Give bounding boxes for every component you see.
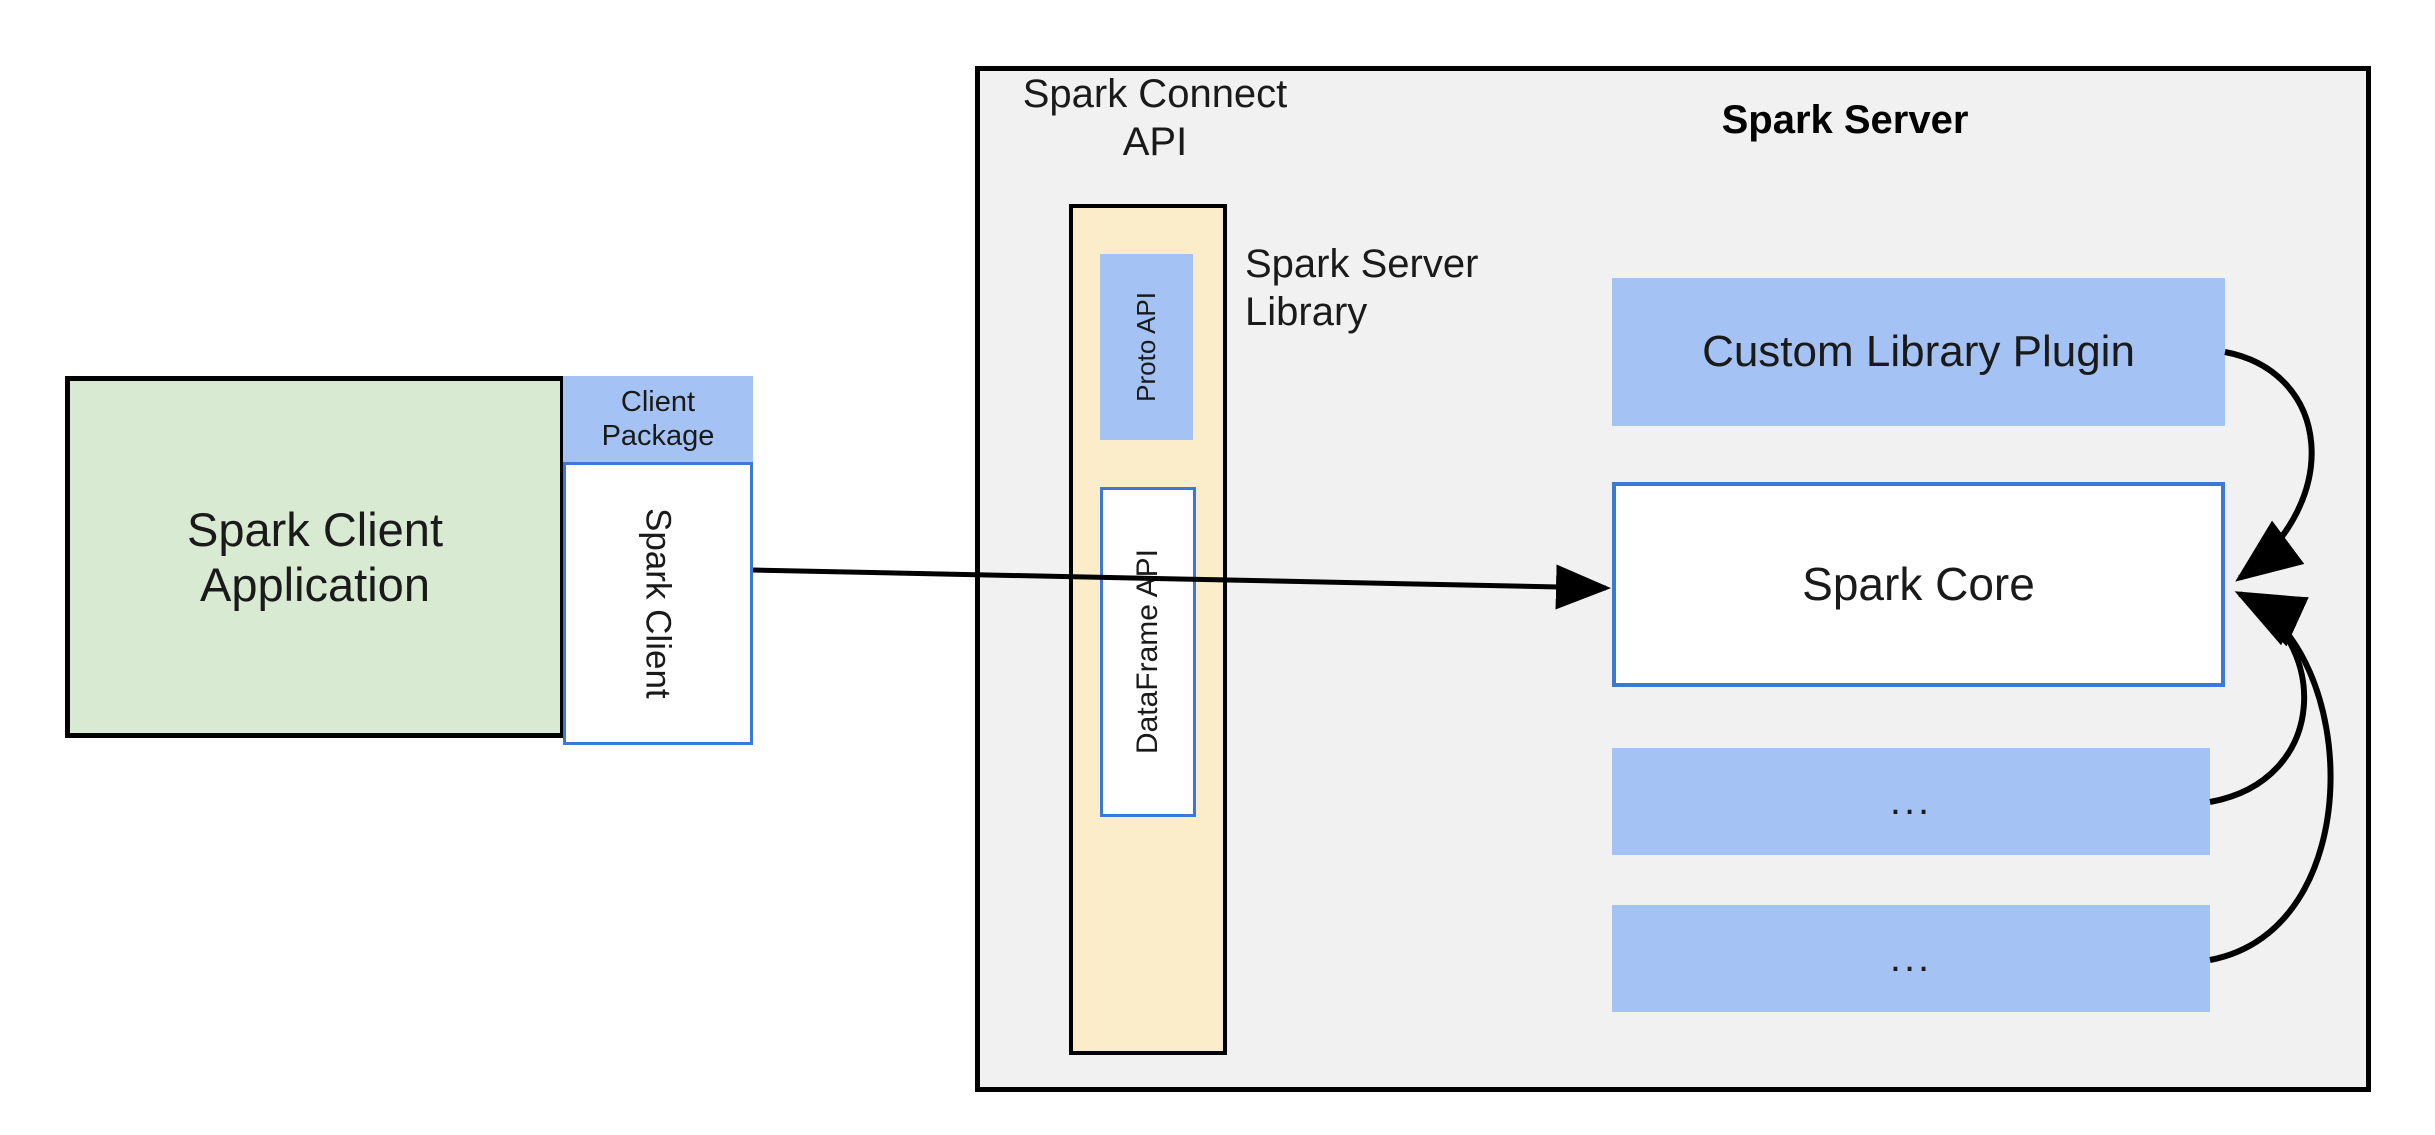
dataframe-api-label: DataFrame API xyxy=(1131,549,1165,755)
spark-core-box[interactable]: Spark Core xyxy=(1612,482,2225,687)
proto-api-box[interactable]: Proto API xyxy=(1100,254,1193,440)
spark-client-application-box[interactable]: Spark Client Application xyxy=(65,376,565,738)
spark-server-title: Spark Server xyxy=(1721,98,1969,142)
spark-client-box[interactable]: Spark Client xyxy=(563,462,753,745)
custom-library-plugin-box[interactable]: Custom Library Plugin xyxy=(1612,278,2225,426)
additional-component-box-1[interactable]: ... xyxy=(1612,748,2210,855)
proto-api-label: Proto API xyxy=(1131,292,1162,402)
spark-connect-api-label: Spark Connect API xyxy=(1022,72,1288,164)
dataframe-api-box[interactable]: DataFrame API xyxy=(1100,487,1196,817)
client-package-box[interactable]: Client Package xyxy=(563,376,753,462)
spark-client-label: Spark Client xyxy=(638,508,678,699)
spark-server-library-label: Spark Server Library xyxy=(1245,242,1479,334)
additional-component-box-2[interactable]: ... xyxy=(1612,905,2210,1012)
